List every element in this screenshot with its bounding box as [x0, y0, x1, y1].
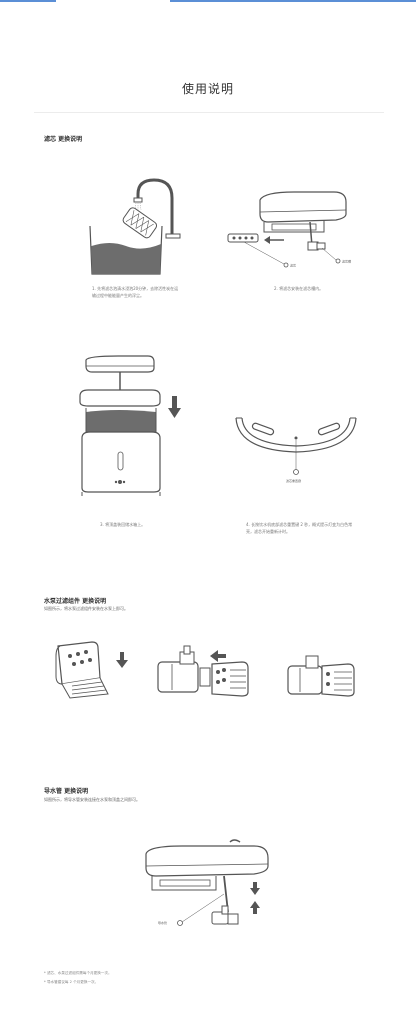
- step4-caption: 4. 长按饮水机底部滤芯重置键 2 秒，概式提示灯变为白色常亮，滤芯开始重新计时…: [246, 522, 353, 534]
- step2-insert-filter-illustration: 滤芯 滤芯槽: [227, 191, 351, 268]
- step4-reset-illustration: 滤芯重置键: [235, 417, 357, 483]
- footnote-filter-pump: * 滤芯、水泵过滤组件需每个月更换一次。: [44, 971, 112, 975]
- pipe-callout-label: 导水管: [158, 920, 167, 925]
- step1-soak-illustration: [89, 178, 181, 275]
- pump-filter-piece-illustration: [55, 641, 128, 699]
- pipe-install-illustration: 导水管: [145, 839, 269, 926]
- top-accent-bar: [0, 0, 416, 2]
- reset-button-callout-label: 滤芯重置键: [286, 478, 301, 483]
- title-divider: [34, 112, 384, 113]
- step1-caption: 1. 先将滤芯泡清水浸泡20分钟，去除活性炭在运输过程中能能量产生的浮尘。: [92, 286, 179, 298]
- section-desc-pipe: 如图所示，将导水管安装连接在水泵和顶盖之间即可。: [44, 797, 140, 802]
- page-title: 使用说明: [181, 82, 234, 96]
- step2-caption: 2. 将滤芯安装在滤芯槽内。: [274, 286, 324, 291]
- pump-assembled-illustration: [287, 655, 355, 697]
- filter-callout-label: 滤芯: [290, 263, 296, 268]
- step3-fountain-illustration: [79, 355, 181, 496]
- pump-assembly-step-illustration: [157, 645, 249, 697]
- section-title-filter: 滤芯 更换说明: [44, 136, 83, 143]
- filter-slot-callout-label: 滤芯槽: [342, 259, 351, 264]
- step3-caption: 3. 将顶盖装回储水箱上。: [100, 522, 146, 527]
- section-desc-pump: 如图所示，将水泵过滤组件安装在水泵上即可。: [44, 606, 128, 611]
- section-title-pump: 水泵过滤组件 更换说明: [44, 598, 107, 605]
- section-title-pipe: 导水管 更换说明: [44, 788, 89, 795]
- footnote-pipe: * 导水管建议每 2 个月更换一次。: [44, 980, 99, 984]
